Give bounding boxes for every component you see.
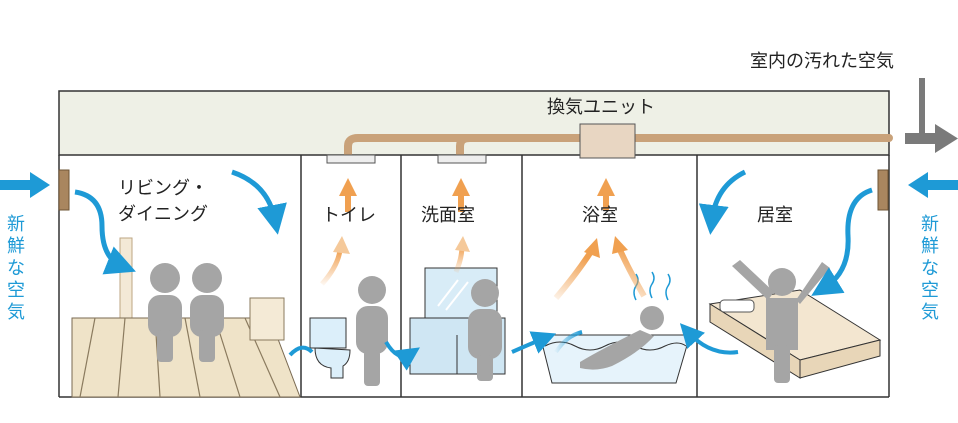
ventilation-unit-box <box>579 123 636 159</box>
room-living-line2: ダイニング <box>118 204 208 225</box>
fresh-air-label-left: 新鮮な空気 <box>7 214 25 323</box>
bedroom-illustration <box>708 260 882 383</box>
flow-under-door-2 <box>384 340 420 371</box>
living-pillar <box>119 237 133 319</box>
room-bedroom-label: 居室 <box>757 205 793 226</box>
duct <box>344 134 893 162</box>
fresh-air-label-right: 新鮮な空気 <box>921 214 939 323</box>
flow-living-ceiling <box>231 169 287 235</box>
outlet-air-label: 室内の汚れた空気 <box>750 51 894 72</box>
room-living-line1: リビング・ <box>118 178 208 199</box>
room-bathroom-label: 浴室 <box>582 205 618 226</box>
duct-outlet-washroom <box>437 154 487 164</box>
fresh-air-arrow-left <box>0 172 50 198</box>
flow-bedroom-down <box>811 187 873 296</box>
exhaust-arrow-bathroom <box>597 178 615 210</box>
washroom-illustration <box>409 267 506 381</box>
flow-under-door-3 <box>511 331 557 354</box>
wall-vent-right <box>877 169 889 211</box>
flow-under-door-1 <box>288 345 314 357</box>
fresh-air-arrow-right <box>908 172 958 198</box>
exhaust-curve-bath-right <box>617 248 647 298</box>
outlet-air-arrow <box>905 78 958 153</box>
ceiling-space <box>58 90 890 156</box>
exhaust-arrow-washroom <box>452 178 470 212</box>
flow-under-door-4 <box>679 323 739 355</box>
room-washroom-label: 洗面室 <box>421 205 475 226</box>
bathroom-illustration <box>539 271 691 384</box>
room-toilet-label: トイレ <box>322 205 376 226</box>
living-people <box>148 263 224 362</box>
flow-bathroom-in <box>554 330 583 354</box>
vent-unit-label: 換気ユニット <box>547 97 655 118</box>
living-room-illustration <box>71 237 301 398</box>
exhaust-curve-toilet <box>320 249 343 286</box>
flow-bedroom-ceiling <box>698 169 747 235</box>
wall-vent-left <box>58 169 70 211</box>
flow-living-down <box>74 189 136 275</box>
toilet-illustration <box>309 276 388 386</box>
exhaust-curve-bath-left <box>553 248 595 300</box>
duct-outlet-toilet <box>326 154 376 164</box>
living-bench <box>249 297 285 341</box>
exhaust-arrow-toilet <box>339 178 357 212</box>
